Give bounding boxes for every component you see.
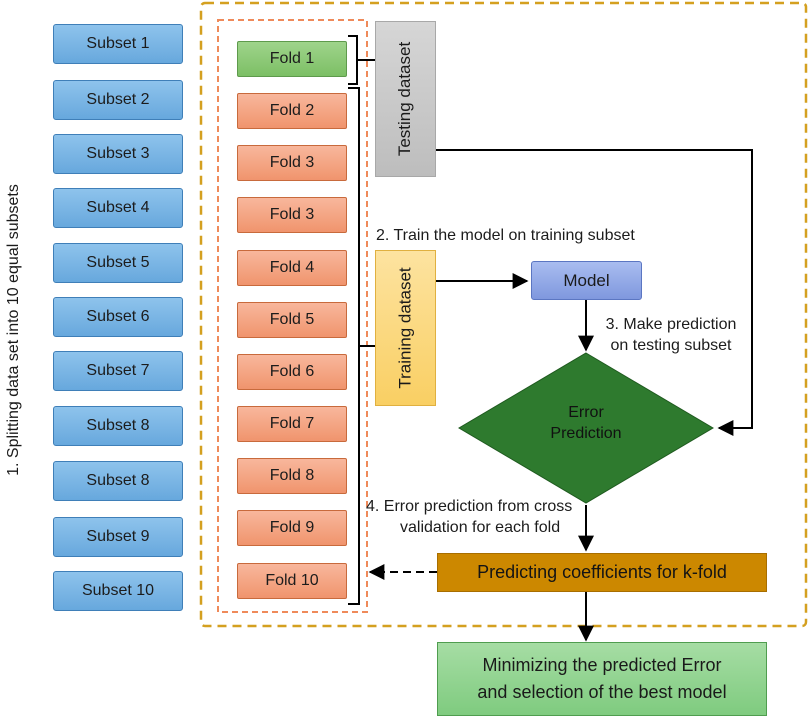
subset-box: Subset 8: [53, 461, 183, 501]
step-3-line: on testing subset: [610, 337, 732, 354]
testing-dataset-box: Testing dataset: [375, 21, 436, 177]
subset-label: Subset 5: [86, 254, 150, 271]
fold-box: Fold 9: [237, 510, 347, 546]
fold-label: Fold 9: [269, 519, 315, 536]
subset-label: Subset 7: [86, 362, 150, 379]
fold-label: Fold 10: [265, 572, 319, 589]
step-4-label: 4. Error prediction from cross validatio…: [366, 496, 572, 538]
fold-box: Fold 3: [237, 145, 347, 181]
fold-box: Fold 4: [237, 250, 347, 286]
subset-label: Subset 4: [86, 199, 150, 216]
minimize-error-box: Minimizing the predicted Error and selec…: [437, 642, 767, 716]
subset-box: Subset 7: [53, 351, 183, 391]
subset-label: Subset 8: [86, 417, 150, 434]
fold-label: Fold 6: [269, 363, 315, 380]
fold-label: Fold 2: [269, 102, 315, 119]
fold-label: Fold 3: [269, 206, 315, 223]
subset-box: Subset 3: [53, 134, 183, 174]
testing-to-error-arrow: [435, 149, 753, 436]
step-4-line: 4. Error prediction from cross: [366, 498, 573, 515]
subset-label: Subset 6: [86, 308, 150, 325]
error-prediction-diamond: [458, 352, 714, 504]
fold-box: Fold 3: [237, 197, 347, 233]
fold-label: Fold 3: [269, 154, 315, 171]
subset-label: Subset 9: [86, 528, 150, 545]
subset-box: Subset 8: [53, 406, 183, 446]
error-prediction-label: Error Prediction: [526, 402, 646, 444]
predicting-coefficients-box: Predicting coefficients for k-fold: [437, 553, 767, 592]
fold-label: Fold 1: [269, 50, 315, 67]
subset-box: Subset 1: [53, 24, 183, 64]
subset-label: Subset 8: [86, 472, 150, 489]
subset-label: Subset 3: [86, 145, 150, 162]
step-3-line: 3. Make prediction: [605, 316, 737, 333]
subset-label: Subset 10: [81, 582, 155, 599]
testing-brace: [348, 35, 375, 85]
fold-box-test: Fold 1: [237, 41, 347, 77]
training-dataset-label: Training dataset: [395, 267, 415, 389]
step-3-label: 3. Make prediction on testing subset: [593, 314, 749, 356]
fold-box: Fold 8: [237, 458, 347, 494]
minimize-error-line: and selection of the best model: [477, 682, 727, 702]
fold-label: Fold 8: [269, 467, 315, 484]
fold-label: Fold 7: [269, 415, 315, 432]
subset-box: Subset 5: [53, 243, 183, 283]
subset-box: Subset 9: [53, 517, 183, 557]
error-label-line: Prediction: [550, 425, 622, 442]
fold-label: Fold 4: [269, 259, 315, 276]
predicting-coefficients-label: Predicting coefficients for k-fold: [477, 562, 727, 582]
fold-box: Fold 2: [237, 93, 347, 129]
fold-box: Fold 6: [237, 354, 347, 390]
minimize-error-line: Minimizing the predicted Error: [482, 655, 722, 675]
testing-dataset-label: Testing dataset: [395, 41, 415, 157]
subset-box: Subset 2: [53, 80, 183, 120]
fold-box: Fold 5: [237, 302, 347, 338]
step-4-line: validation for each fold: [400, 519, 561, 536]
subset-box: Subset 10: [53, 571, 183, 611]
outer-dashed-frame: [199, 1, 808, 628]
subset-label: Subset 2: [86, 91, 150, 108]
splitting-label: 1. Splitting data set into 10 equal subs…: [0, 60, 28, 600]
training-dataset-box: Training dataset: [375, 250, 436, 406]
model-box: Model: [531, 261, 642, 300]
subset-box: Subset 4: [53, 188, 183, 228]
subset-label: Subset 1: [86, 35, 150, 52]
fold-box: Fold 7: [237, 406, 347, 442]
fold-label: Fold 5: [269, 311, 315, 328]
subset-box: Subset 6: [53, 297, 183, 337]
folds-dashed-frame: [217, 19, 368, 613]
error-label-line: Error: [568, 404, 604, 421]
training-brace: [348, 87, 375, 605]
model-label: Model: [563, 270, 610, 290]
splitting-label-text: 1. Splitting data set into 10 equal subs…: [5, 184, 22, 476]
step-2-label: 2. Train the model on training subset: [376, 227, 635, 244]
fold-box: Fold 10: [237, 563, 347, 599]
